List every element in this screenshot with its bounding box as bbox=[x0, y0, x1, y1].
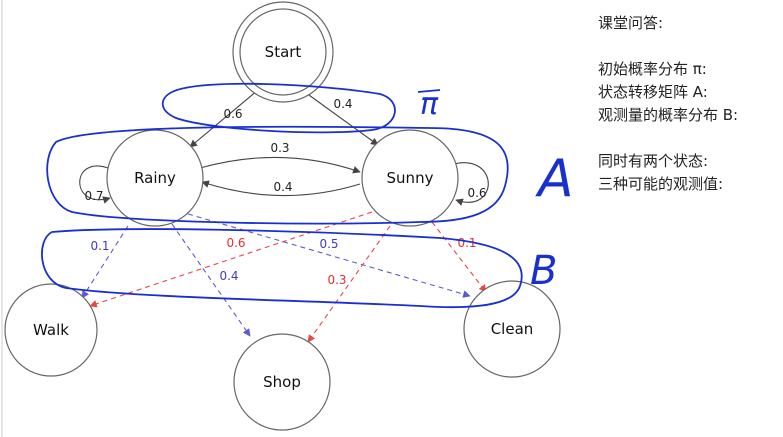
notes-emission-prob: 观测量的概率分布 B: bbox=[598, 106, 739, 124]
label-rainy-clean: 0.5 bbox=[319, 237, 338, 251]
node-walk: Walk bbox=[4, 283, 98, 377]
notes-heading: 课堂问答: bbox=[598, 14, 664, 32]
pi-overbar bbox=[417, 89, 441, 93]
node-sunny: Sunny bbox=[361, 129, 459, 227]
label-sunny-clean: 0.1 bbox=[457, 236, 476, 250]
edge-sunny-self bbox=[449, 162, 489, 206]
hmm-diagram: Start Rainy Sunny Walk Shop Clean 0.6 0.… bbox=[1, 0, 574, 437]
label-sunny-self: 0.6 bbox=[467, 186, 486, 200]
node-start-label: Start bbox=[265, 43, 302, 61]
edge-rainy-shop bbox=[171, 223, 251, 337]
edge-sunny-rainy bbox=[201, 180, 361, 197]
a-loop-annotation bbox=[46, 125, 509, 225]
handwritten-b: B bbox=[530, 248, 557, 294]
label-rainy-shop: 0.4 bbox=[219, 269, 238, 283]
label-rainy-walk: 0.1 bbox=[90, 239, 109, 253]
node-walk-label: Walk bbox=[33, 321, 69, 339]
edge-sunny-walk bbox=[89, 211, 373, 308]
label-sunny-shop: 0.3 bbox=[327, 273, 346, 287]
node-sunny-label: Sunny bbox=[387, 169, 434, 187]
edge-rainy-sunny bbox=[199, 156, 361, 174]
label-rainy-sunny: 0.3 bbox=[270, 141, 289, 155]
node-rainy-label: Rainy bbox=[134, 169, 176, 187]
b-loop-annotation bbox=[41, 228, 523, 309]
label-start-rainy: 0.6 bbox=[223, 107, 242, 121]
node-shop: Shop bbox=[233, 333, 331, 431]
label-sunny-walk: 0.6 bbox=[226, 236, 245, 250]
label-sunny-rainy: 0.4 bbox=[273, 180, 292, 194]
node-rainy: Rainy bbox=[106, 129, 204, 227]
handwritten-pi: π bbox=[420, 87, 439, 122]
notes-transition-matrix: 状态转移矩阵 A: bbox=[598, 83, 708, 101]
notes-initial-prob: 初始概率分布 π: bbox=[598, 60, 707, 78]
label-rainy-self: 0.7 bbox=[84, 189, 103, 203]
edge-start-sunny bbox=[301, 89, 379, 146]
edge-rainy-walk bbox=[81, 225, 129, 299]
label-start-sunny: 0.4 bbox=[333, 97, 352, 111]
node-start: Start bbox=[232, 1, 334, 103]
notes-two-states: 同时有两个状态: bbox=[598, 152, 709, 170]
node-shop-label: Shop bbox=[263, 373, 301, 391]
edge-sunny-clean bbox=[431, 221, 487, 293]
edge-rainy-self bbox=[79, 165, 111, 204]
qa-notes: 课堂问答: 初始概率分布 π: 状态转移矩阵 A: 观测量的概率分布 B: 同时… bbox=[598, 12, 783, 196]
notes-three-observations: 三种可能的观测值: bbox=[598, 175, 724, 193]
edge-sunny-shop bbox=[307, 225, 391, 343]
node-clean-label: Clean bbox=[491, 320, 534, 338]
edge-start-rainy bbox=[189, 89, 259, 148]
pi-loop-annotation bbox=[161, 82, 396, 134]
handwritten-a: A bbox=[535, 149, 574, 209]
edge-rainy-clean bbox=[187, 213, 471, 298]
